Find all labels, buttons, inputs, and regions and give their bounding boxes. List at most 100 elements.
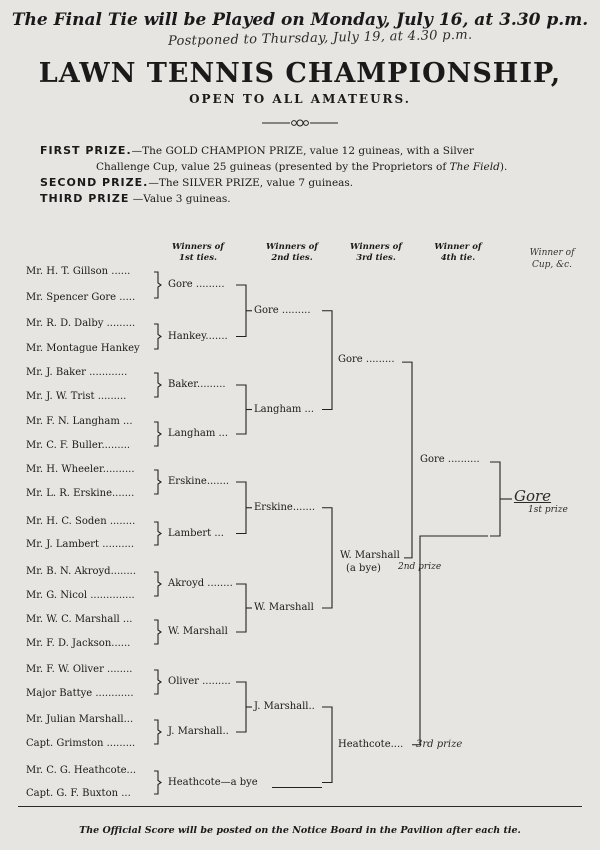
- third-tie-bracket: [322, 507, 333, 609]
- first-tie-bracket: [154, 372, 162, 398]
- col5-line1: Winner of: [529, 248, 575, 258]
- handwritten-first-prize: 1st prize: [528, 505, 568, 515]
- player-entry: Mr. J. Baker ............: [26, 367, 128, 378]
- footer-note: The Official Score will be posted on the…: [79, 825, 521, 836]
- col1-line2: 1st ties.: [179, 253, 217, 263]
- player-entry: Capt. Grimston .........: [26, 738, 136, 749]
- first-tie-winner: Baker.........: [168, 379, 226, 390]
- first-tie-winner: Lambert ...: [168, 527, 224, 539]
- player-entry: Mr. C. F. Buller.........: [26, 440, 131, 451]
- player-entry: Mr. F. W. Oliver ........: [26, 664, 133, 675]
- first-tie-bracket: [154, 469, 162, 495]
- player-entry: Mr. Julian Marshall...: [26, 714, 134, 725]
- the-field-title: The Field: [449, 161, 500, 173]
- player-entry: Mr. B. N. Akroyd........: [26, 566, 137, 577]
- col4-line2: 4th tie.: [440, 253, 476, 263]
- third-tie-winner: Gore .........: [338, 354, 395, 366]
- first-tie-bracket: [154, 571, 162, 597]
- third-tie-bracket: [322, 706, 333, 784]
- first-tie-winner: Akroyd ........: [168, 578, 233, 589]
- second-tie-winner: W. Marshall: [254, 602, 314, 613]
- player-entry: Mr. Spencer Gore .....: [26, 292, 136, 303]
- first-prize-text-b: Challenge Cup, value 25 guineas (present…: [96, 161, 450, 173]
- first-tie-bracket: [154, 521, 162, 546]
- second-tie-bracket: [236, 284, 247, 338]
- player-entry: Capt. G. F. Buxton ...: [26, 788, 131, 799]
- second-tie-winner: Gore .........: [254, 304, 311, 316]
- player-entry: Mr. H. Wheeler..........: [26, 464, 135, 475]
- first-tie-winner: J. Marshall..: [168, 726, 229, 737]
- third-prize-text: —Value 3 guineas.: [132, 193, 231, 205]
- player-entry: Mr. C. G. Heathcote...: [26, 765, 137, 776]
- second-tie-bracket: [236, 481, 247, 535]
- first-tie-winner: Gore .........: [168, 279, 225, 290]
- col4-line1: Winner of: [434, 242, 482, 252]
- final-path-heathcote: [412, 535, 488, 746]
- second-tie-bracket: [236, 384, 247, 435]
- first-prize-label: FIRST PRIZE.: [40, 144, 132, 157]
- second-tie-bracket: [236, 681, 247, 733]
- first-tie-bracket: [154, 770, 162, 795]
- player-entry: Mr. F. N. Langham ...: [26, 416, 133, 427]
- prize-list: FIRST PRIZE.—The GOLD CHAMPION PRIZE, va…: [40, 143, 570, 207]
- col2-line2: 2nd ties.: [271, 253, 313, 263]
- col3-line2: 3rd ties.: [356, 253, 396, 263]
- first-tie-bracket: [154, 669, 162, 695]
- page-subtitle: OPEN TO ALL AMATEURS.: [189, 92, 411, 106]
- col1-line1: Winners of: [172, 242, 224, 252]
- final-tie-notice: The Final Tie will be Played on Monday, …: [11, 10, 589, 30]
- ornament-divider: [262, 119, 338, 127]
- handwritten-final-winner: Gore: [514, 487, 552, 505]
- player-entry: Mr. H. T. Gillson ......: [26, 266, 131, 277]
- first-tie-bracket: [154, 719, 162, 745]
- col2-line1: Winners of: [266, 242, 318, 252]
- first-tie-bracket: [154, 323, 162, 350]
- first-prize-text-end: ).: [499, 161, 508, 173]
- second-tie-winner: Langham ...: [254, 403, 315, 415]
- player-entry: Mr. Montague Hankey: [26, 343, 140, 354]
- second-tie-winner: J. Marshall..: [254, 701, 315, 712]
- first-tie-bracket: [154, 271, 162, 299]
- second-prize: SECOND PRIZE.—The SILVER PRIZE, value 7 …: [40, 175, 570, 191]
- player-entry: Mr. H. C. Soden ........: [26, 516, 136, 527]
- first-prize-text: —The GOLD CHAMPION PRIZE, value 12 guine…: [131, 145, 474, 157]
- first-tie-winner: Heathcote—a bye: [168, 776, 258, 788]
- player-entry: Mr. F. D. Jackson......: [26, 638, 131, 649]
- second-tie-winner: Erskine.......: [254, 501, 316, 513]
- col3-line1: Winners of: [350, 242, 402, 252]
- fourth-tie-bracket: [402, 361, 413, 559]
- player-entry: Major Battye ............: [26, 688, 134, 699]
- first-tie-winner: Erskine.......: [168, 476, 230, 487]
- third-prize: THIRD PRIZE —Value 3 guineas.: [40, 191, 570, 207]
- col5-line2: Cup, &c.: [531, 260, 573, 270]
- third-tie-bracket: [322, 310, 333, 411]
- first-prize: FIRST PRIZE.—The GOLD CHAMPION PRIZE, va…: [40, 143, 570, 175]
- third-prize-label: THIRD PRIZE: [40, 192, 130, 205]
- player-entry: Mr. G. Nicol ..............: [26, 590, 135, 601]
- player-entry: Mr. J. W. Trist .........: [26, 391, 127, 402]
- column-header-cup-handwritten: Winner of Cup, &c.: [522, 247, 582, 271]
- player-entry: Mr. W. C. Marshall ...: [26, 614, 133, 625]
- third-tie-winner: Heathcote....: [338, 738, 404, 750]
- third-tie-winner: W. Marshall: [340, 549, 400, 561]
- first-tie-winner: Langham ...: [168, 428, 229, 439]
- second-prize-text: —The SILVER PRIZE, value 7 guineas.: [148, 177, 354, 189]
- handwritten-third-prize: 3rd prize: [416, 738, 463, 750]
- first-tie-winner: Oliver .........: [168, 676, 231, 687]
- second-prize-label: SECOND PRIZE.: [40, 176, 149, 189]
- first-tie-bracket: [154, 421, 162, 447]
- first-tie-bracket: [154, 619, 162, 645]
- player-entry: Mr. J. Lambert ..........: [26, 539, 135, 550]
- final-bracket: [490, 461, 501, 537]
- first-tie-winner: W. Marshall: [168, 626, 228, 637]
- footer-rule: [18, 806, 582, 807]
- second-tie-bracket: [236, 583, 247, 633]
- player-entry: Mr. R. D. Dalby .........: [26, 318, 136, 329]
- player-entry: Mr. L. R. Erskine.......: [26, 488, 135, 499]
